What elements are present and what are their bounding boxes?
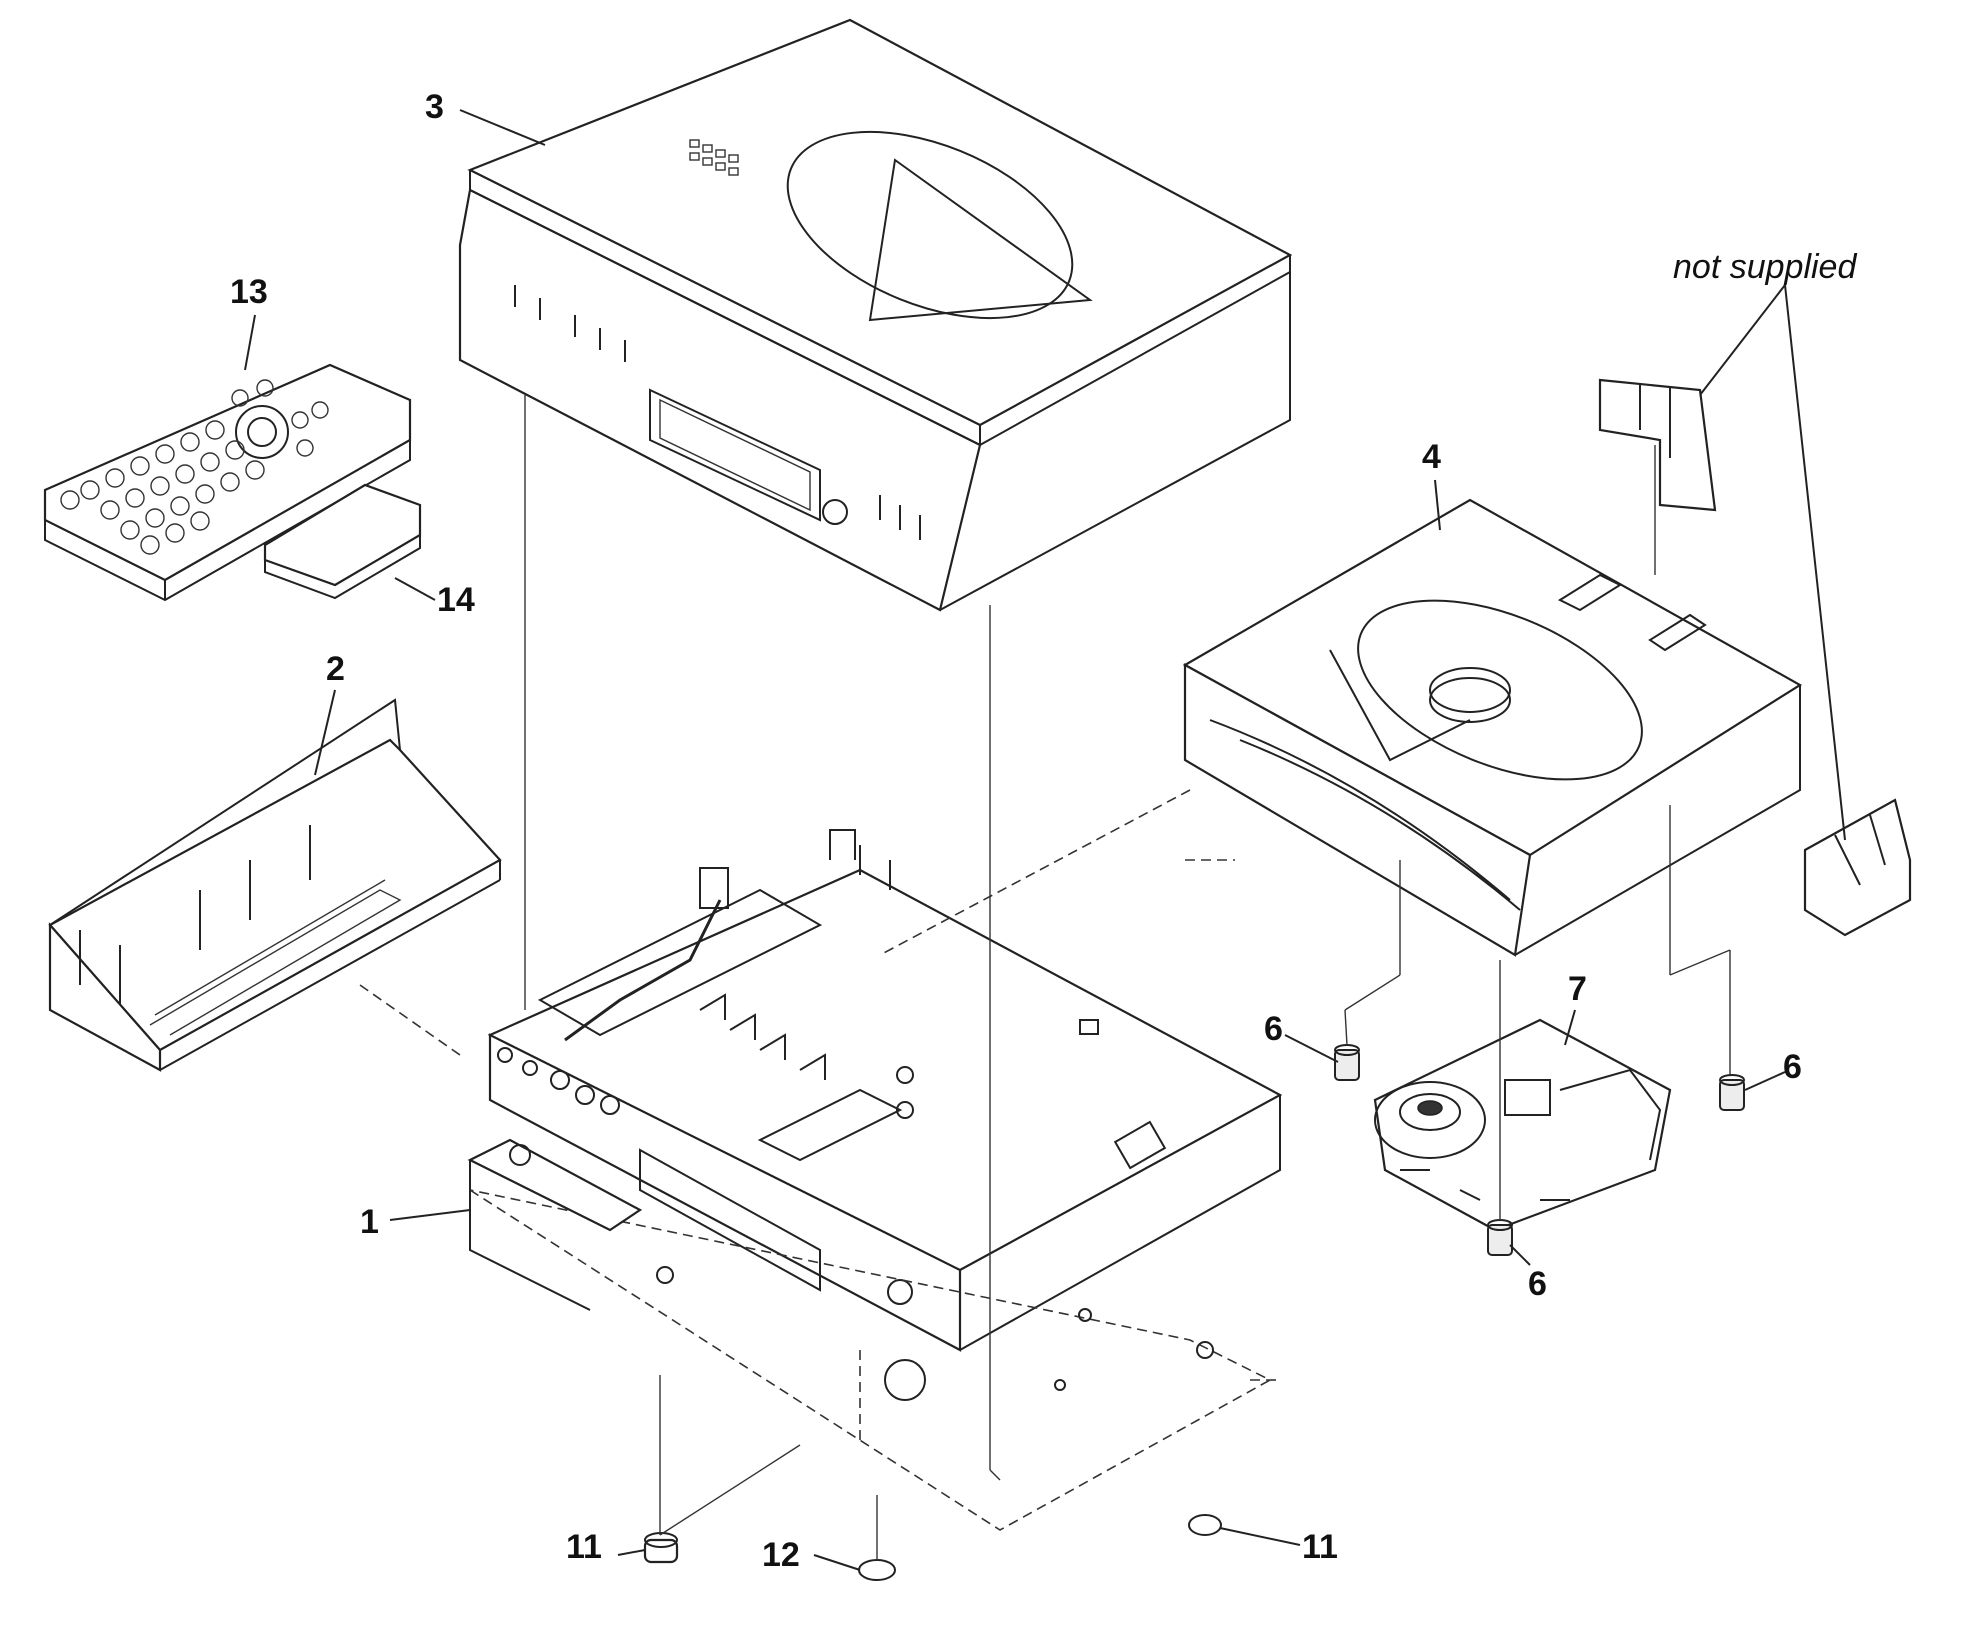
part-label-13: 13 (230, 273, 268, 311)
top-cover (458, 18, 1293, 612)
not-supplied-note: not supplied (1673, 248, 1857, 286)
part-label-4: 4 (1422, 438, 1441, 476)
part-label-6-left: 6 (1264, 1010, 1283, 1048)
part-label-1: 1 (360, 1203, 379, 1241)
bracket-not-supplied-b (1803, 798, 1912, 937)
bracket-not-supplied-a (1598, 378, 1717, 512)
part-label-11-right: 11 (1302, 1528, 1338, 1566)
part-label-14: 14 (437, 581, 475, 619)
grommet-6-left (1334, 1044, 1360, 1081)
part-label-12: 12 (762, 1536, 800, 1574)
part-label-3: 3 (425, 88, 444, 126)
leader-lines (244, 109, 1846, 1571)
part-label-6-right: 6 (1783, 1048, 1802, 1086)
foot-11-left (643, 1532, 679, 1564)
main-chassis (467, 829, 1283, 1531)
grommet-6-bottom (1487, 1219, 1513, 1256)
remote-control (43, 363, 412, 602)
optical-pickup (1373, 1018, 1672, 1232)
battery-cover (263, 483, 422, 600)
part-label-2: 2 (326, 650, 345, 688)
grommet-6-right (1719, 1074, 1745, 1111)
cd-mechanism (1182, 498, 1803, 957)
assembly-lines (359, 395, 1731, 1560)
part-label-7: 7 (1568, 970, 1587, 1008)
side-panel (48, 698, 502, 1072)
foot-12 (858, 1559, 896, 1581)
part-label-11-left: 11 (566, 1528, 602, 1566)
foot-11-right (1188, 1514, 1222, 1536)
part-label-6-bottom: 6 (1528, 1265, 1547, 1303)
